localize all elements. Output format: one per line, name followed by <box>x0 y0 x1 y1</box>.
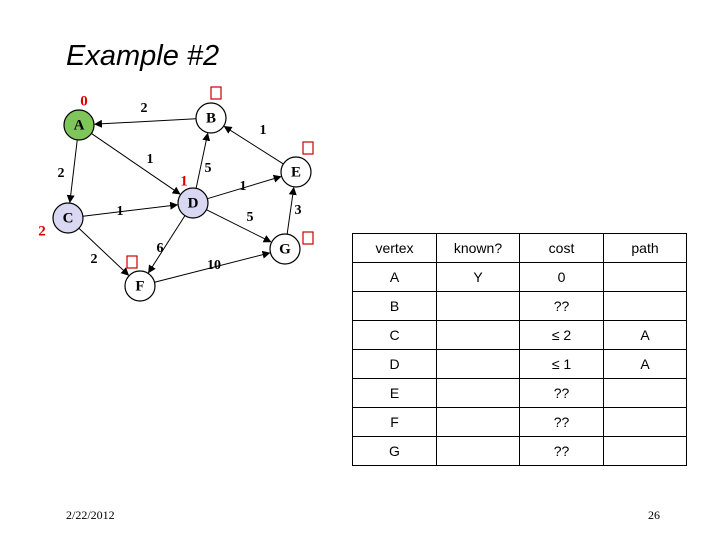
table-row: G?? <box>352 436 687 466</box>
node-circle <box>52 202 84 234</box>
footer-date: 2/22/2012 <box>66 508 115 522</box>
node-c: C <box>52 202 84 234</box>
table-cell: A <box>352 262 437 292</box>
table-cell <box>436 436 520 466</box>
node-label: C <box>63 210 74 226</box>
edge-weight-c-d: 1 <box>117 204 124 219</box>
table-cell <box>603 436 687 466</box>
node-label: B <box>206 110 216 126</box>
column-header: cost <box>519 233 604 263</box>
table-cell: Y <box>436 262 520 292</box>
table-cell: ?? <box>519 407 604 437</box>
table-cell <box>436 320 520 350</box>
node-circle <box>124 270 156 302</box>
table-cell: A <box>603 320 687 350</box>
node-label: E <box>291 164 301 180</box>
table-cell <box>436 378 520 408</box>
table-row: E?? <box>352 378 687 408</box>
node-label: A <box>74 117 85 133</box>
table-cell <box>603 378 687 408</box>
table-cell: F <box>352 407 437 437</box>
node-a: A <box>63 109 95 141</box>
edge-weight-a-d: 1 <box>147 152 154 167</box>
table-row: B?? <box>352 291 687 321</box>
table-cell <box>436 291 520 321</box>
edge-weight-e-b: 1 <box>260 123 267 138</box>
table-cell <box>603 407 687 437</box>
edge-g-e <box>286 186 297 235</box>
edge-f-g <box>154 250 271 283</box>
edge-weight-c-f: 2 <box>91 252 98 267</box>
edge-d-e <box>207 174 282 200</box>
edge-e-b <box>223 126 284 165</box>
node-e: E <box>280 156 312 188</box>
table-cell <box>436 407 520 437</box>
table-cell <box>436 349 520 379</box>
table-cell <box>603 291 687 321</box>
node-circle <box>177 187 209 219</box>
infinity-placeholder-icon <box>302 231 314 245</box>
node-distance-d: 1 <box>180 173 188 189</box>
table-cell: 0 <box>519 262 604 292</box>
column-header: path <box>603 233 687 263</box>
table-cell: ≤ 2 <box>519 320 604 350</box>
infinity-placeholder-icon <box>302 141 314 155</box>
edge-weight-d-b: 5 <box>205 161 212 176</box>
node-d: D <box>177 187 209 219</box>
page-number: 26 <box>648 508 660 522</box>
edge-weight-b-a: 2 <box>141 101 148 116</box>
node-g: G <box>269 233 301 265</box>
column-header: vertex <box>352 233 437 263</box>
edge-d-f <box>148 215 186 274</box>
edge-weight-d-e: 1 <box>240 179 247 194</box>
table-cell: ?? <box>519 378 604 408</box>
table-cell: G <box>352 436 437 466</box>
node-label: D <box>188 195 199 211</box>
edge-c-d <box>82 201 179 217</box>
edge-weight-d-g: 5 <box>247 210 254 225</box>
table-cell: B <box>352 291 437 321</box>
table-cell: D <box>352 349 437 379</box>
table-cell: C <box>352 320 437 350</box>
edge-d-b <box>195 132 211 189</box>
edge-b-a <box>93 118 197 128</box>
edge-weight-g-e: 3 <box>295 203 302 218</box>
table-cell: ?? <box>519 436 604 466</box>
edge-weight-a-c: 2 <box>58 166 65 181</box>
table-cell: E <box>352 378 437 408</box>
node-label: F <box>135 278 144 294</box>
node-b: B <box>195 102 227 134</box>
edge-a-d <box>91 133 181 195</box>
edge-weight-f-g: 10 <box>207 258 221 273</box>
node-circle <box>195 102 227 134</box>
node-circle <box>63 109 95 141</box>
table-cell: A <box>603 349 687 379</box>
edge-weight-d-f: 6 <box>157 241 164 256</box>
table-cell: ?? <box>519 291 604 321</box>
node-f: F <box>124 270 156 302</box>
edge-d-g <box>206 209 272 243</box>
slide-title: Example #2 <box>66 40 220 72</box>
table-row: F?? <box>352 407 687 437</box>
infinity-placeholder-icon <box>210 86 222 100</box>
edge-a-c <box>66 139 78 204</box>
node-circle <box>269 233 301 265</box>
infinity-placeholder-icon <box>126 255 138 269</box>
node-label: G <box>279 241 291 257</box>
node-distance-a: 0 <box>80 93 88 109</box>
table-cell: ≤ 1 <box>519 349 604 379</box>
node-circle <box>280 156 312 188</box>
node-distance-c: 2 <box>38 223 46 239</box>
column-header: known? <box>436 233 520 263</box>
edge-c-f <box>78 227 130 276</box>
table-cell <box>603 262 687 292</box>
